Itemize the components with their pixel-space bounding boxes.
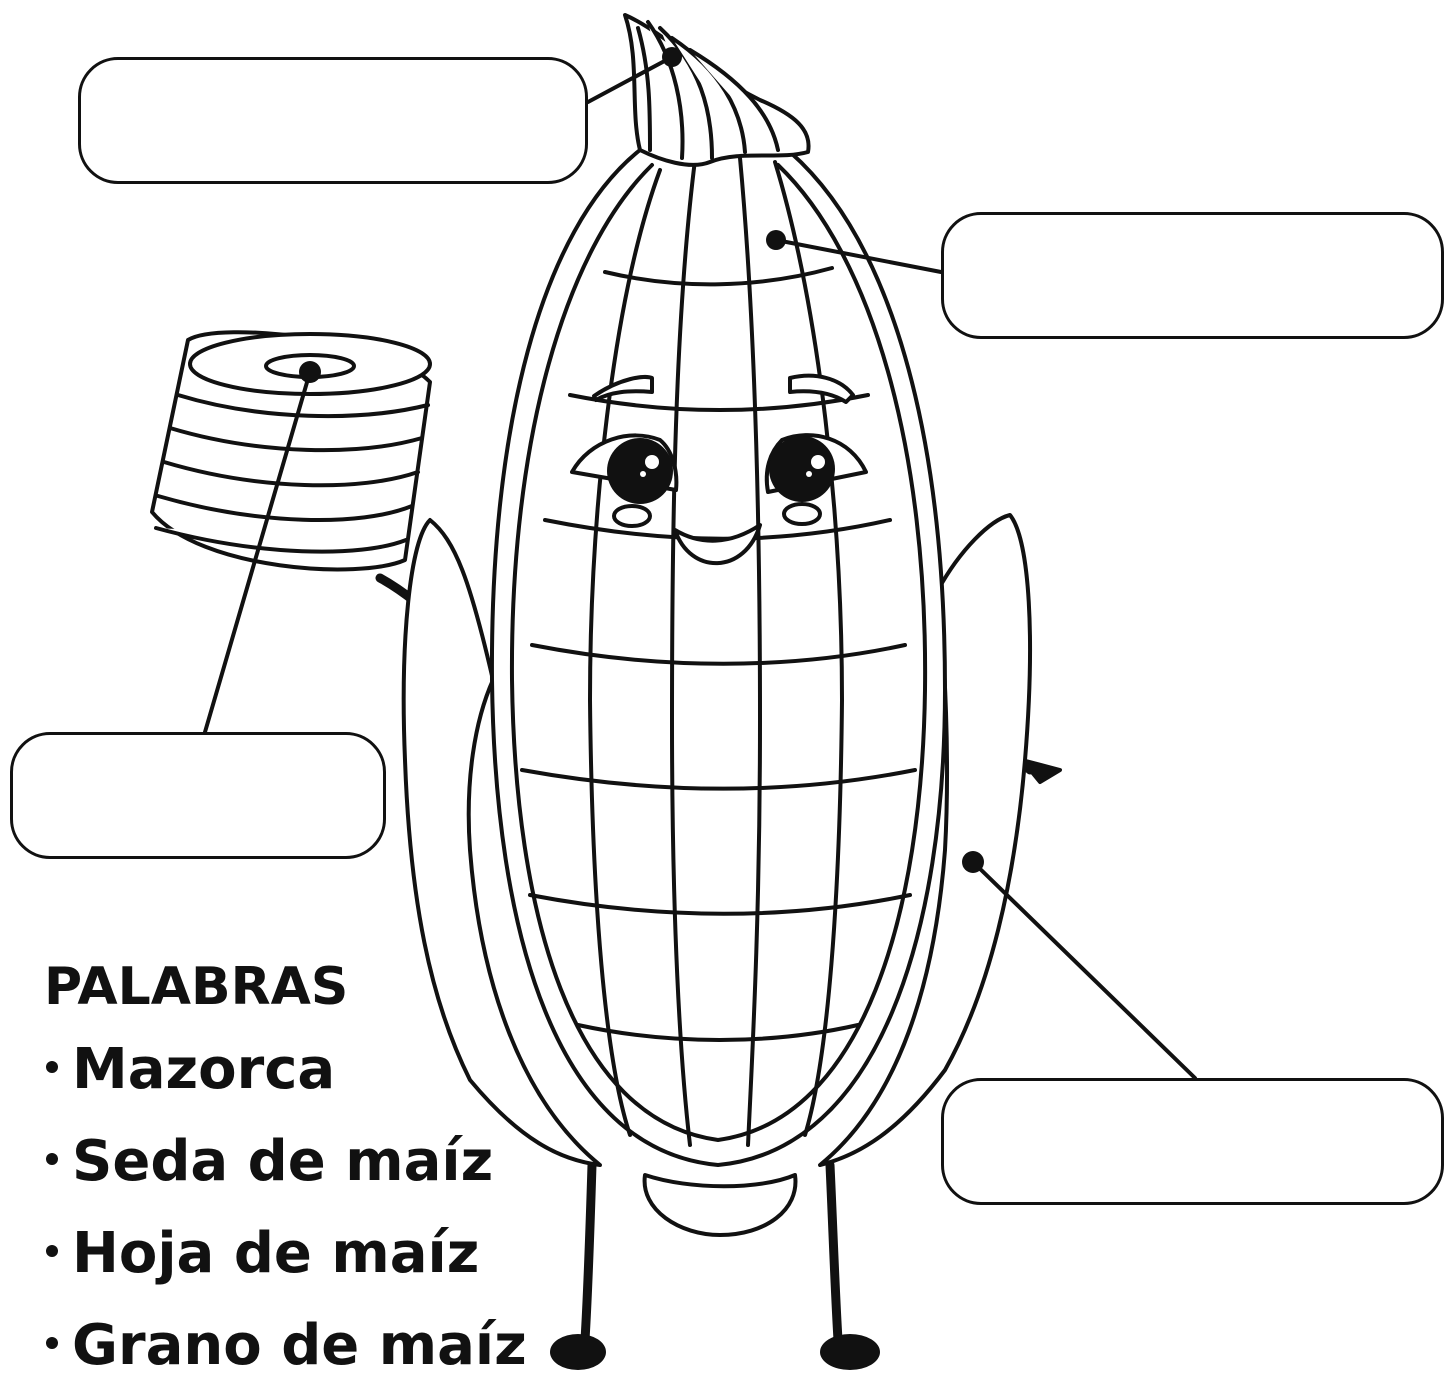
- cob-body: [489, 147, 947, 1237]
- face: [570, 373, 868, 566]
- word-text: Seda de maíz: [72, 1129, 494, 1194]
- word-item: Hoja de maíz: [44, 1208, 527, 1300]
- bullet-icon: [46, 1152, 58, 1165]
- husk-leaves: [401, 513, 1032, 1167]
- word-list: Mazorca Seda de maíz Hoja de maíz Grano …: [44, 1024, 527, 1392]
- legs: [550, 1160, 880, 1370]
- word-bank: PALABRAS Mazorca Seda de maíz Hoja de ma…: [44, 950, 527, 1392]
- word-text: Grano de maíz: [72, 1313, 527, 1378]
- bullet-icon: [46, 1244, 58, 1257]
- answer-box-top-left[interactable]: [78, 57, 588, 184]
- leader-lines: [203, 47, 1197, 1080]
- answer-box-right-bottom[interactable]: [941, 1078, 1444, 1205]
- cob-slice: [150, 330, 432, 572]
- word-text: Mazorca: [72, 1037, 336, 1102]
- word-item: Seda de maíz: [44, 1116, 527, 1208]
- corn-silk: [623, 13, 811, 167]
- word-text: Hoja de maíz: [72, 1221, 480, 1286]
- answer-box-right-top[interactable]: [941, 212, 1444, 339]
- bullet-icon: [46, 1336, 58, 1349]
- word-bank-title: PALABRAS: [44, 957, 349, 1017]
- answer-box-left-mid[interactable]: [10, 732, 386, 859]
- word-item: Mazorca: [44, 1024, 527, 1116]
- word-item: Grano de maíz: [44, 1300, 527, 1392]
- bullet-icon: [46, 1060, 58, 1073]
